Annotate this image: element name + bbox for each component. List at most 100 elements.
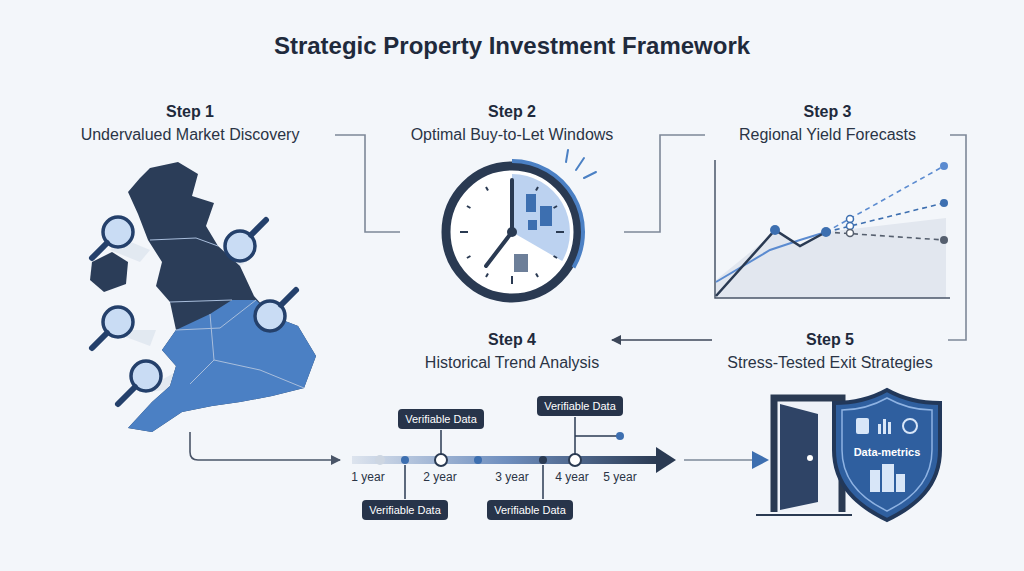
chart-line [716, 230, 826, 296]
timeline-head [656, 447, 676, 473]
clock-tick [511, 276, 513, 284]
floor-line [756, 514, 852, 516]
forecast-line [826, 203, 944, 232]
year-label: 3 year [495, 470, 528, 484]
chart-dot [770, 162, 948, 244]
leader-line [405, 417, 618, 499]
shield [834, 390, 940, 520]
clock-hand [486, 232, 512, 266]
magnifier [103, 217, 285, 391]
tag-text: Verifiable Data [405, 412, 477, 426]
connectors [335, 135, 966, 340]
step-title: Stress-Tested Exit Strategies [727, 353, 932, 373]
clock-sector [512, 174, 570, 261]
forecast-line [826, 232, 944, 240]
sparkle [576, 158, 584, 170]
building [526, 194, 536, 212]
step-number: Step 4 [488, 330, 536, 350]
timeline-dot [474, 456, 482, 464]
step-block: Step 5Stress-Tested Exit Strategies [712, 330, 948, 376]
flow-head [752, 451, 769, 469]
magnifier-handle [118, 387, 135, 404]
tag-text: Verifiable Data [544, 399, 616, 413]
building [540, 206, 552, 226]
clock-tick [554, 256, 557, 258]
shield [834, 390, 940, 520]
map-south [128, 300, 316, 432]
step-block: Step 1 Undervalued Market Discovery [45, 102, 335, 445]
chart-area [716, 218, 946, 298]
clock-tick [460, 180, 564, 284]
clock-tick [467, 206, 470, 208]
clock-pin [507, 227, 517, 237]
clock-tick [467, 256, 470, 258]
magnifier-handle [251, 220, 266, 235]
year-label: 5 year [603, 470, 636, 484]
shield-icon [883, 419, 886, 434]
page-title: Strategic Property Investment Framework [0, 31, 1024, 61]
clock-tick [536, 187, 538, 190]
sparkle [566, 150, 596, 178]
clock-hand [510, 180, 514, 232]
badge-text: Data-metrics [854, 445, 921, 459]
chart-dot [847, 216, 854, 223]
step-title: Optimal Buy-to-Let Windows [411, 125, 614, 145]
map-north [128, 162, 316, 432]
chart-dot [940, 162, 948, 170]
shield-icon [896, 474, 905, 492]
yield-chart [715, 160, 950, 298]
step-title: Regional Yield Forecasts [739, 125, 916, 145]
chart-dot [847, 230, 854, 237]
clock-tick [556, 231, 564, 233]
building [514, 194, 552, 272]
shield-icon [888, 422, 891, 434]
building [514, 254, 528, 272]
chart-axis [715, 160, 950, 298]
data-tag: Verifiable Data [398, 409, 484, 429]
region-border [176, 300, 256, 330]
shield-icon [882, 464, 894, 492]
clock-tick [460, 231, 468, 233]
magnifier-handle [281, 290, 296, 305]
leader-line [404, 465, 406, 499]
door-knob [807, 455, 813, 461]
leader-line [440, 430, 442, 454]
clock-tick [486, 187, 488, 190]
leader-line [575, 435, 618, 437]
forecast-line [826, 166, 944, 232]
step-number: Step 1 [166, 102, 214, 122]
region-border [190, 360, 214, 384]
step-number: Step 2 [488, 102, 536, 122]
flow-line [190, 432, 340, 460]
step-block: Step 3 Regional Yield Forecasts [705, 102, 950, 305]
tag-text: Verifiable Data [494, 503, 566, 517]
data-tag: Verifiable Data [537, 396, 623, 416]
chart-dot [940, 199, 948, 207]
clock-tick [554, 206, 557, 208]
chart-dot [847, 223, 854, 230]
timeline-dot [616, 432, 624, 440]
timeline-dot [375, 455, 385, 465]
title-text: Strategic Property Investment Framework [274, 32, 750, 59]
region-border [170, 300, 232, 302]
shield-icon [903, 419, 917, 433]
timeline-dot [435, 454, 447, 466]
timeline-dot [569, 454, 581, 466]
flow-line [684, 459, 754, 461]
magnifier-handle [92, 220, 296, 404]
year-label: 4 year [555, 470, 588, 484]
flow-connector [948, 135, 966, 340]
year-label: 2 year [423, 470, 456, 484]
timeline-dot [401, 456, 409, 464]
shield-icon [878, 424, 881, 434]
step-number: Step 3 [803, 102, 851, 122]
timeline-bar [352, 456, 658, 464]
data-tag: Verifiable Data [487, 500, 573, 520]
step-title: Undervalued Market Discovery [81, 125, 300, 145]
clock-tick [486, 274, 488, 277]
door-leaf [780, 404, 818, 510]
timeline-dot [539, 456, 547, 464]
